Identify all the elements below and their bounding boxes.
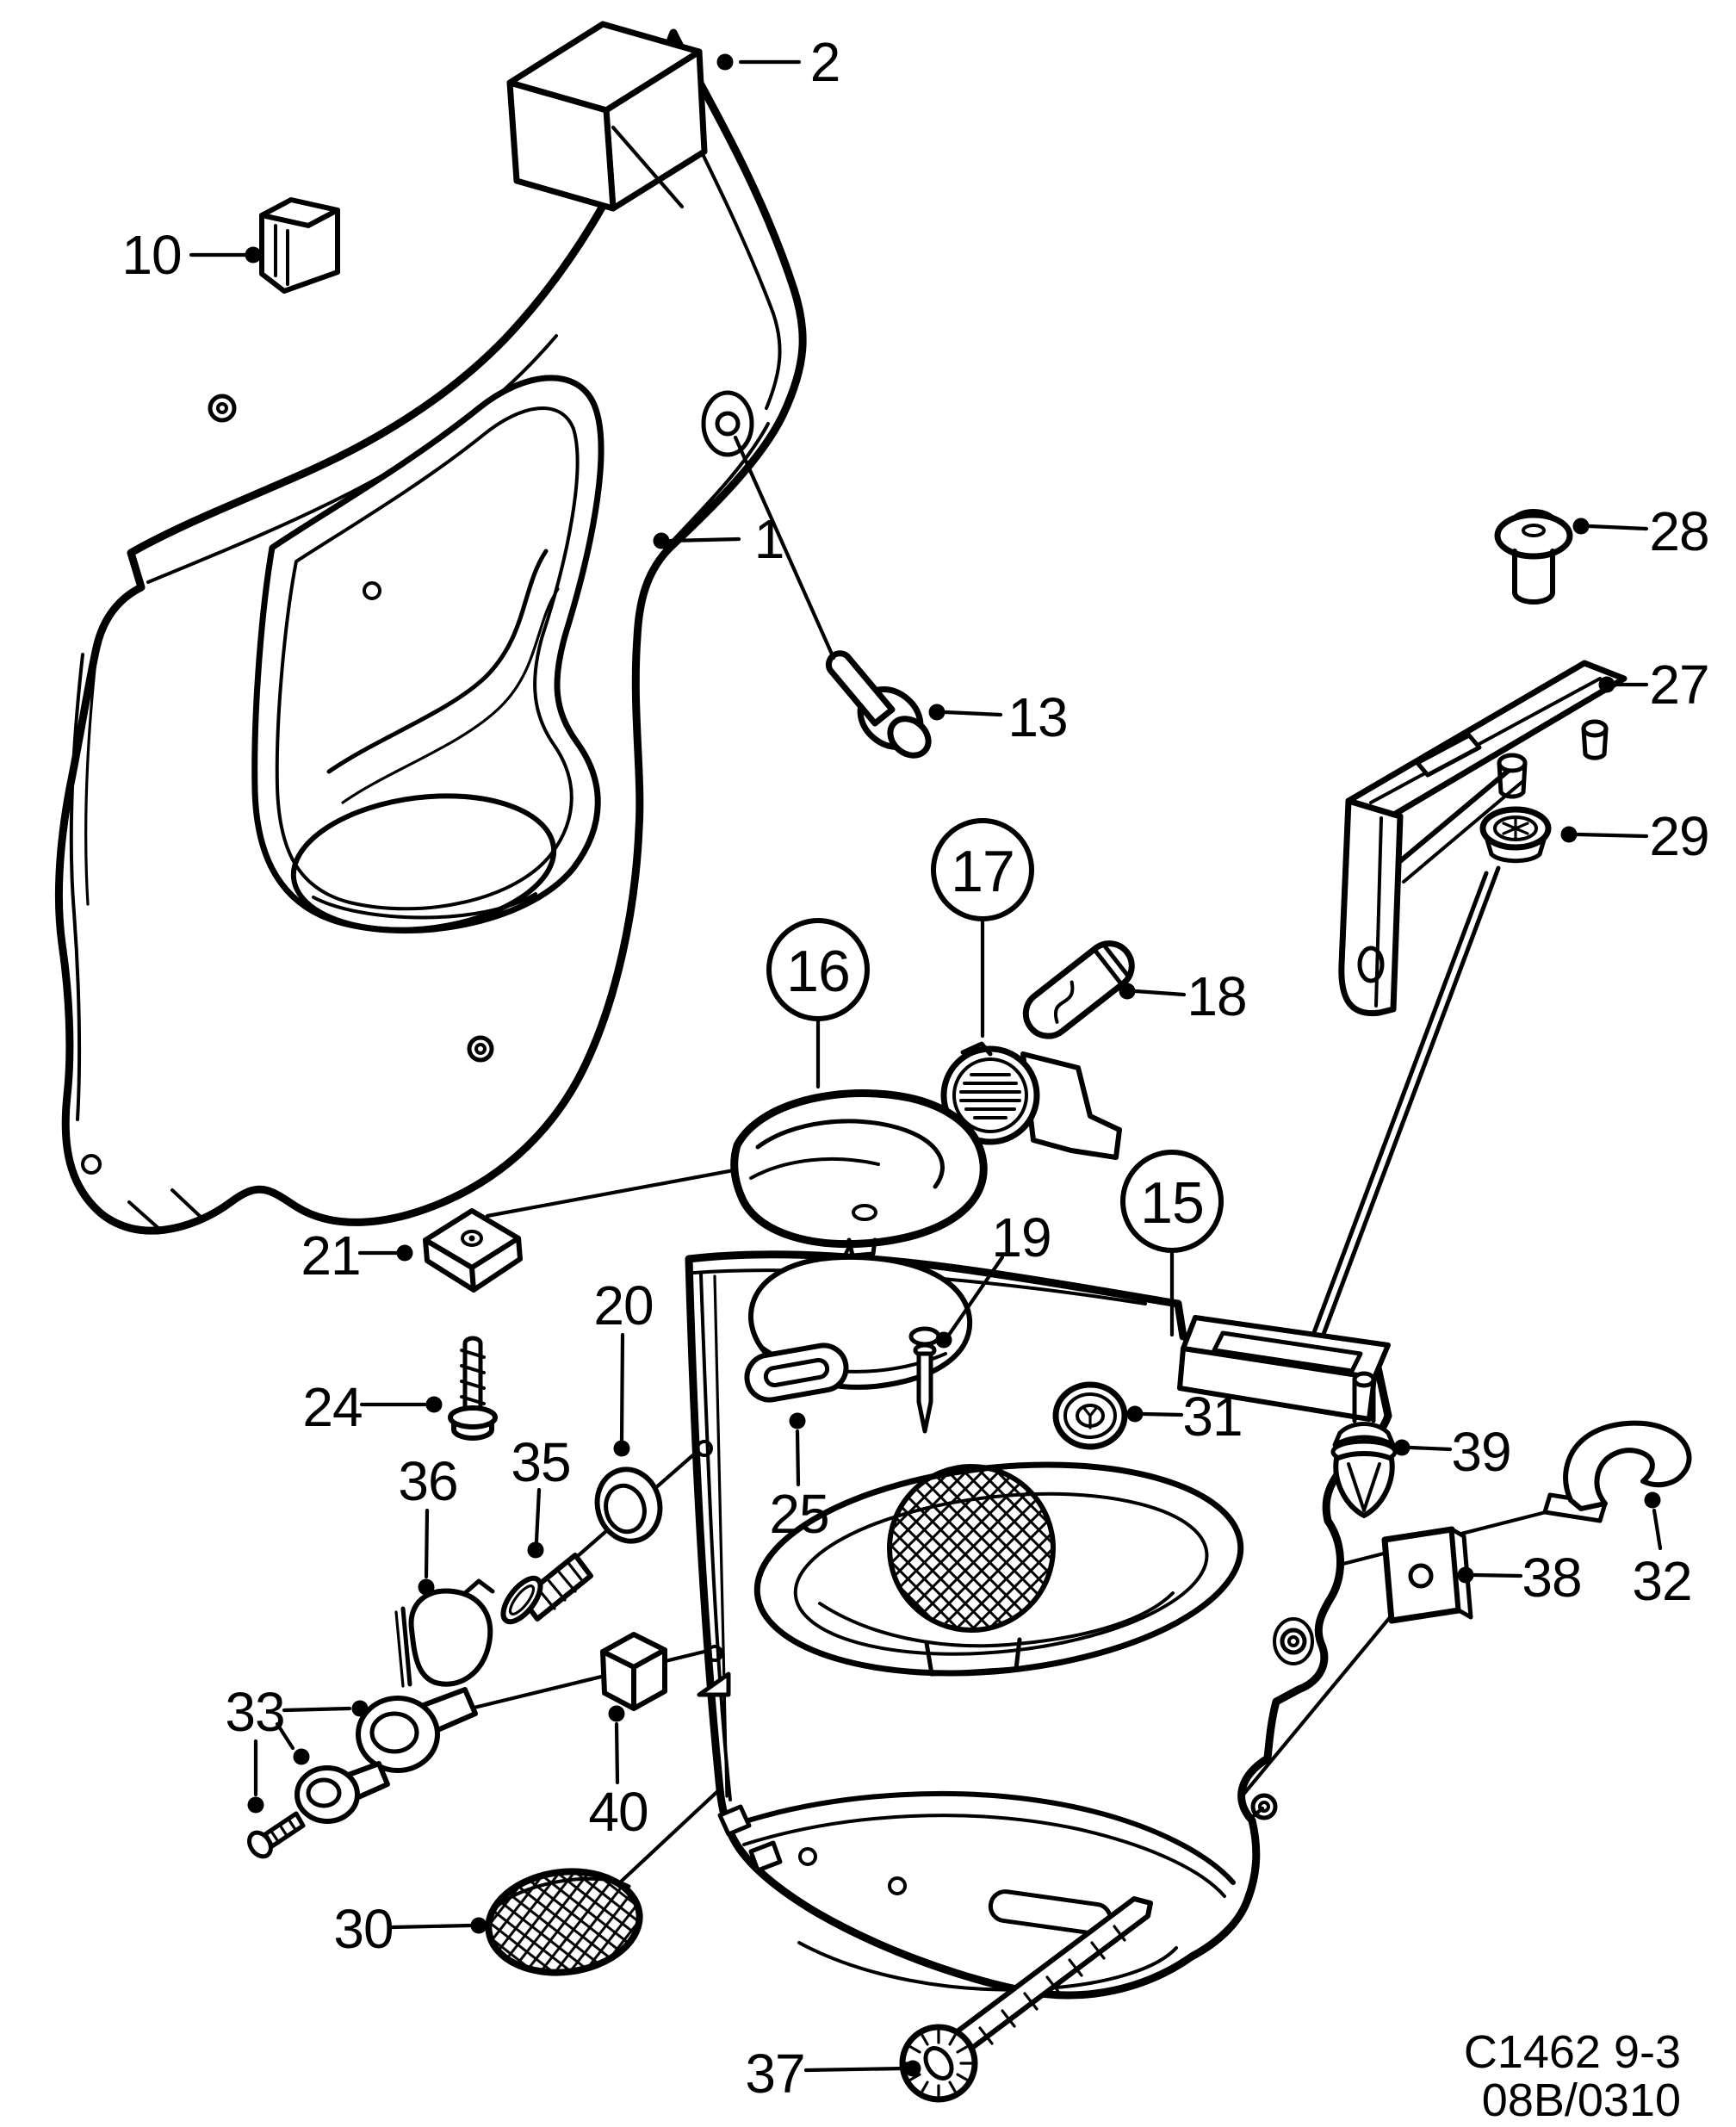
long-screw-part-37 <box>899 1896 1153 2103</box>
callout-17-number: 17 <box>951 839 1015 904</box>
callout-24-label: 24 <box>302 1376 363 1438</box>
callout-20-label: 20 <box>593 1274 654 1336</box>
push-nut-part-29 <box>1479 806 1552 864</box>
callout-25-label: 25 <box>769 1483 829 1545</box>
push-pin-part-39 <box>1330 1371 1398 1518</box>
callout-30-label: 30 <box>333 1898 394 1960</box>
plug-part-31 <box>1052 1381 1128 1450</box>
upper-trim-panel <box>54 28 807 1235</box>
cable-clip-part-32 <box>1542 1420 1692 1523</box>
grommet-set-part-33 <box>247 1687 478 1859</box>
callout-37-label: 37 <box>745 2043 805 2105</box>
callout-38-label: 38 <box>1522 1547 1582 1609</box>
callout-21-label: 21 <box>301 1225 361 1287</box>
callout-13-label: 13 <box>1008 686 1068 748</box>
clip-part-10 <box>259 197 340 294</box>
clip-nut-part-21 <box>423 1208 523 1293</box>
pin-part-19 <box>908 1326 941 1434</box>
screw-part-24 <box>448 1336 498 1441</box>
leader-dots <box>245 53 1661 2077</box>
foam-block-part-2 <box>506 21 708 212</box>
screw-part-13 <box>825 650 932 759</box>
callout-39-label: 39 <box>1451 1421 1511 1483</box>
callout-29-label: 29 <box>1649 805 1709 867</box>
speaker-grille-part-30 <box>485 1868 643 1976</box>
diagram-code-line1: C1462 9-3 <box>1463 2026 1681 2078</box>
grommet-part-28 <box>1494 509 1573 605</box>
washer-part-20 <box>594 1467 663 1544</box>
callout-18-label: 18 <box>1187 965 1247 1027</box>
callout-balloons <box>766 818 1224 1253</box>
bulb-part-18 <box>1022 940 1135 1039</box>
callout-2-label: 2 <box>809 31 841 93</box>
lamp-socket-part-17 <box>940 1041 1122 1160</box>
rivet-part-35 <box>500 1553 593 1625</box>
callout-40-label: 40 <box>588 1781 648 1843</box>
callout-28-label: 28 <box>1649 500 1709 562</box>
cube-pad-part-40 <box>600 1632 667 1711</box>
callout-36-label: 36 <box>398 1450 458 1512</box>
callout-35-label: 35 <box>511 1431 571 1493</box>
diagram-code-line2: 08B/0310 <box>1481 2074 1681 2126</box>
callout-1-label: 1 <box>753 508 785 570</box>
callout-27-label: 27 <box>1649 654 1709 716</box>
callout-33-label: 33 <box>225 1681 285 1743</box>
callout-19-label: 19 <box>991 1206 1051 1268</box>
bracket-part-27 <box>1338 660 1628 1017</box>
callout-15-number: 15 <box>1140 1170 1205 1236</box>
leader-lines <box>189 59 1663 2073</box>
armrest-cup-part-16 <box>730 1089 988 1258</box>
lower-trim-panel <box>685 1250 1392 2000</box>
callout-31-label: 31 <box>1182 1386 1243 1448</box>
callout-16-number: 16 <box>786 939 851 1004</box>
callout-32-label: 32 <box>1632 1550 1692 1612</box>
callout-10-label: 10 <box>121 224 182 286</box>
cover-cap-part-36 <box>394 1578 495 1688</box>
